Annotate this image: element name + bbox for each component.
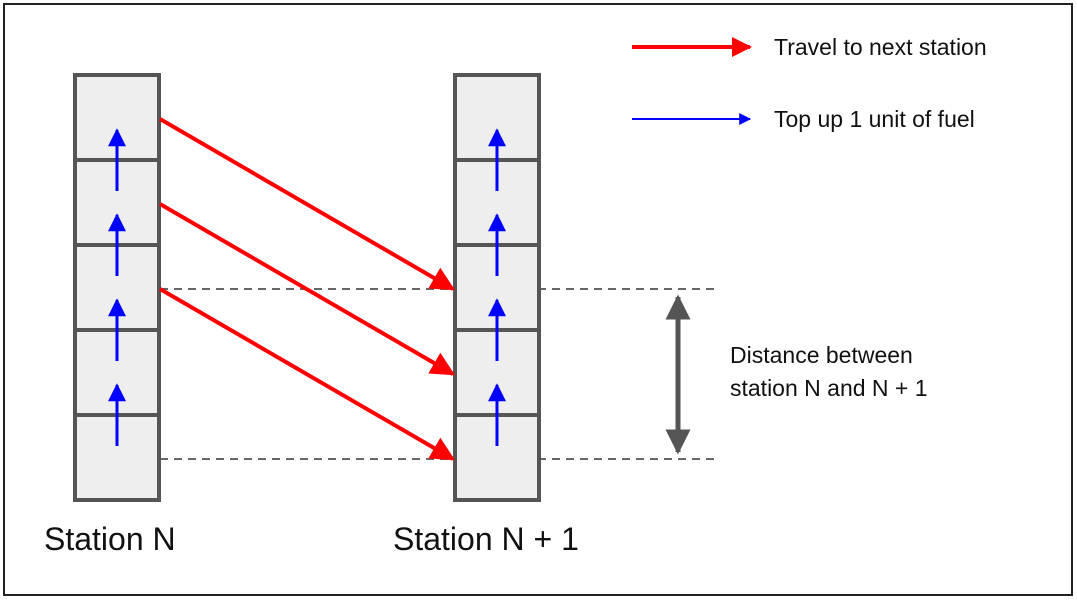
legend-travel-label: Travel to next station bbox=[774, 34, 987, 60]
legend: Travel to next station Top up 1 unit of … bbox=[632, 34, 987, 132]
distance-label-line-2: station N and N + 1 bbox=[730, 375, 928, 401]
distance-label-line-1: Distance between bbox=[730, 342, 913, 368]
station-n-label: Station N bbox=[44, 521, 176, 557]
travel-arrows bbox=[158, 117, 456, 461]
station-n-plus-1-label: Station N + 1 bbox=[393, 521, 579, 557]
travel-arrow-icon bbox=[158, 202, 456, 376]
travel-arrow-icon bbox=[158, 117, 456, 291]
legend-fuel-label: Top up 1 unit of fuel bbox=[774, 106, 975, 132]
travel-arrow-icon bbox=[158, 287, 456, 461]
